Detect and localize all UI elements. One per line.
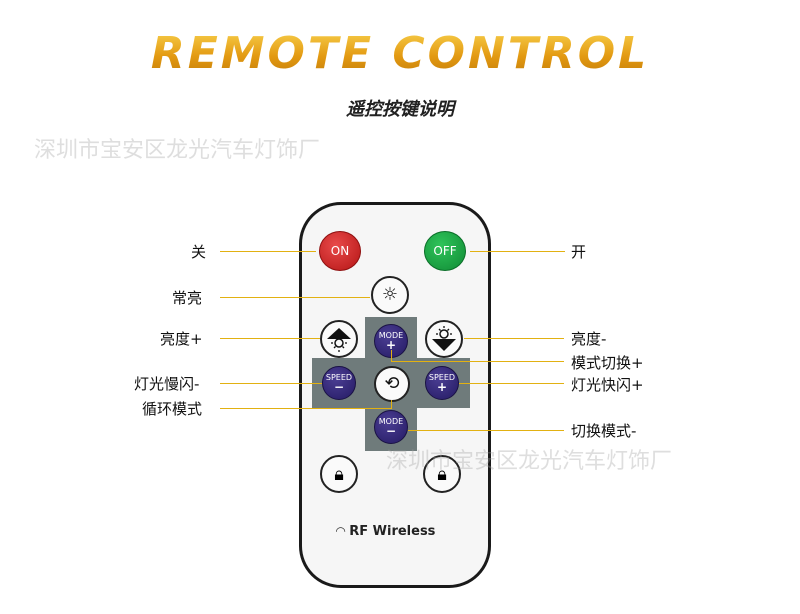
label-mode-up: 模式切换+: [571, 354, 644, 372]
leader-fast-flash: [459, 383, 564, 384]
lock-button-right[interactable]: 🔒︎: [423, 455, 461, 493]
page-title: REMOTE CONTROL: [0, 28, 800, 79]
leader-cycle-drop: [391, 400, 392, 408]
mode-down-button[interactable]: MODE −: [374, 410, 408, 444]
speed-down-label: SPEED: [325, 373, 353, 382]
brand-label: ◠RF Wireless: [336, 524, 435, 539]
mode-up-plus: +: [385, 338, 397, 352]
label-mode-down: 切换模式-: [571, 422, 637, 440]
label-fast-flash: 灯光快闪+: [571, 376, 644, 394]
leader-mode-up: [391, 361, 564, 362]
speed-down-minus: −: [333, 380, 345, 394]
watermark-bottom: 深圳市宝安区龙光汽车灯饰厂: [386, 449, 673, 474]
leader-steady: [220, 297, 370, 298]
label-bright-down: 亮度-: [571, 330, 607, 348]
label-on: 开: [571, 243, 587, 261]
cycle-icon: ⟲: [384, 373, 400, 394]
off-label: OFF: [433, 244, 457, 258]
label-off: 关: [191, 243, 207, 261]
leader-mode-up-drop: [391, 350, 392, 361]
leader-on: [470, 251, 565, 252]
mode-up-label: MODE: [378, 331, 404, 340]
lock-icon: 🔒︎: [437, 463, 447, 485]
leader-bright-down: [464, 338, 564, 339]
leader-mode-down: [408, 430, 564, 431]
speed-up-plus: +: [436, 380, 448, 394]
mode-down-minus: −: [385, 424, 397, 438]
leader-bright-up: [220, 338, 320, 339]
leader-cycle: [220, 408, 392, 409]
label-steady: 常亮: [172, 289, 203, 307]
brand-text: RF Wireless: [349, 524, 436, 539]
off-button[interactable]: OFF: [424, 231, 466, 271]
steady-light-button[interactable]: ☼: [371, 276, 409, 314]
speed-down-button[interactable]: SPEED −: [322, 366, 356, 400]
label-cycle: 循环模式: [142, 400, 203, 418]
bright-down-icon: [432, 326, 456, 351]
watermark-top: 深圳市宝安区龙光汽车灯饰厂: [34, 138, 321, 163]
label-slow-flash: 灯光慢闪-: [134, 375, 200, 393]
on-label: ON: [330, 244, 350, 258]
page-subtitle: 遥控按键说明: [346, 99, 454, 120]
leader-slow-flash: [220, 383, 322, 384]
label-bright-up: 亮度+: [160, 330, 203, 348]
brightness-up-button[interactable]: [320, 320, 358, 358]
brightness-down-button[interactable]: [425, 320, 463, 358]
lock-button-left[interactable]: 🔒︎: [320, 455, 358, 493]
mode-down-label: MODE: [378, 417, 404, 426]
cycle-mode-button[interactable]: ⟲: [374, 366, 410, 402]
speed-up-label: SPEED: [428, 373, 456, 382]
speed-up-button[interactable]: SPEED +: [425, 366, 459, 400]
sun-icon: ☼: [381, 284, 399, 305]
leader-off: [220, 251, 316, 252]
wifi-icon: ◠: [336, 524, 346, 538]
on-button[interactable]: ON: [319, 231, 361, 271]
lock-icon: 🔒︎: [334, 463, 344, 485]
bright-up-icon: [327, 328, 351, 352]
